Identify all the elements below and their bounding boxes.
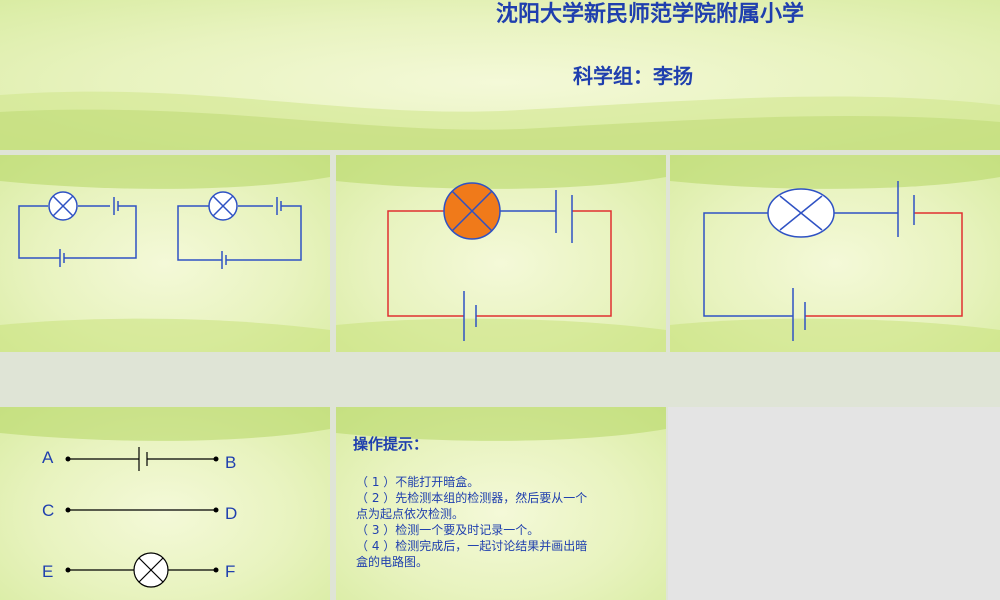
instruction-line: （ 2 ）先检测本组的检测器，然后要从一个: [356, 491, 588, 505]
panel-test-points: A B C D E F: [0, 407, 330, 600]
circuit-diagram-lit: [387, 182, 612, 341]
wire: [476, 210, 612, 317]
wire: [177, 205, 222, 261]
terminal-dot: [65, 507, 71, 513]
bulb-icon: [48, 191, 78, 221]
bulb-icon: [767, 188, 835, 238]
test-point-diagram: [65, 447, 219, 588]
terminal-dot: [213, 507, 219, 513]
empty-area: [668, 407, 1000, 600]
instruction-line: （ 1 ）不能打开暗盒。: [356, 475, 480, 489]
terminal-label-c: C: [42, 501, 55, 520]
decorative-swoosh: [336, 407, 666, 441]
bulb-icon: [208, 191, 238, 221]
instruction-line: 盒的电路图。: [356, 555, 429, 569]
instruction-line: 点为起点依次检测。: [356, 507, 465, 521]
decorative-swoosh: [670, 155, 1000, 352]
wire: [64, 205, 137, 259]
lit-bulb-icon: [443, 182, 501, 240]
instruction-line: （ 4 ）检测完成后，一起讨论结果并画出暗: [356, 539, 588, 553]
terminal-label-f: F: [225, 562, 236, 581]
wire: [18, 205, 60, 259]
title-slide: 沈阳大学新民师范学院附属小学 科学组：李扬: [0, 0, 1000, 150]
wire: [703, 212, 793, 317]
circuit-diagram-pair: [18, 191, 302, 269]
circuit-diagram-unlit: [703, 181, 963, 341]
decorative-swoosh: [336, 155, 666, 352]
panel-lit-circuit: [336, 155, 666, 352]
terminal-label-a: A: [42, 448, 54, 467]
terminal-dot: [213, 456, 219, 462]
decorative-swoosh: [0, 91, 1000, 150]
instruction-line: （ 3 ）检测一个要及时记录一个。: [356, 523, 540, 537]
terminal-dot: [65, 567, 71, 573]
bulb-icon: [133, 552, 169, 588]
terminal-label-d: D: [225, 504, 238, 523]
terminal-dot: [213, 567, 219, 573]
panel-two-circuits: [0, 155, 330, 352]
wire: [226, 205, 302, 261]
terminal-dot: [65, 456, 71, 462]
panel-unlit-circuit: [670, 155, 1000, 352]
decorative-swoosh: [0, 407, 330, 441]
terminal-label-e: E: [42, 562, 54, 581]
panel-instructions: 操作提示： （ 1 ）不能打开暗盒。 （ 2 ）先检测本组的检测器，然后要从一个…: [336, 407, 666, 600]
wire: [805, 212, 963, 317]
terminal-label-b: B: [225, 453, 237, 472]
wire: [387, 210, 464, 317]
decorative-swoosh: [0, 155, 330, 352]
instruction-heading: 操作提示：: [353, 435, 429, 453]
school-title: 沈阳大学新民师范学院附属小学: [496, 2, 805, 27]
group-subtitle: 科学组：李扬: [573, 64, 693, 88]
